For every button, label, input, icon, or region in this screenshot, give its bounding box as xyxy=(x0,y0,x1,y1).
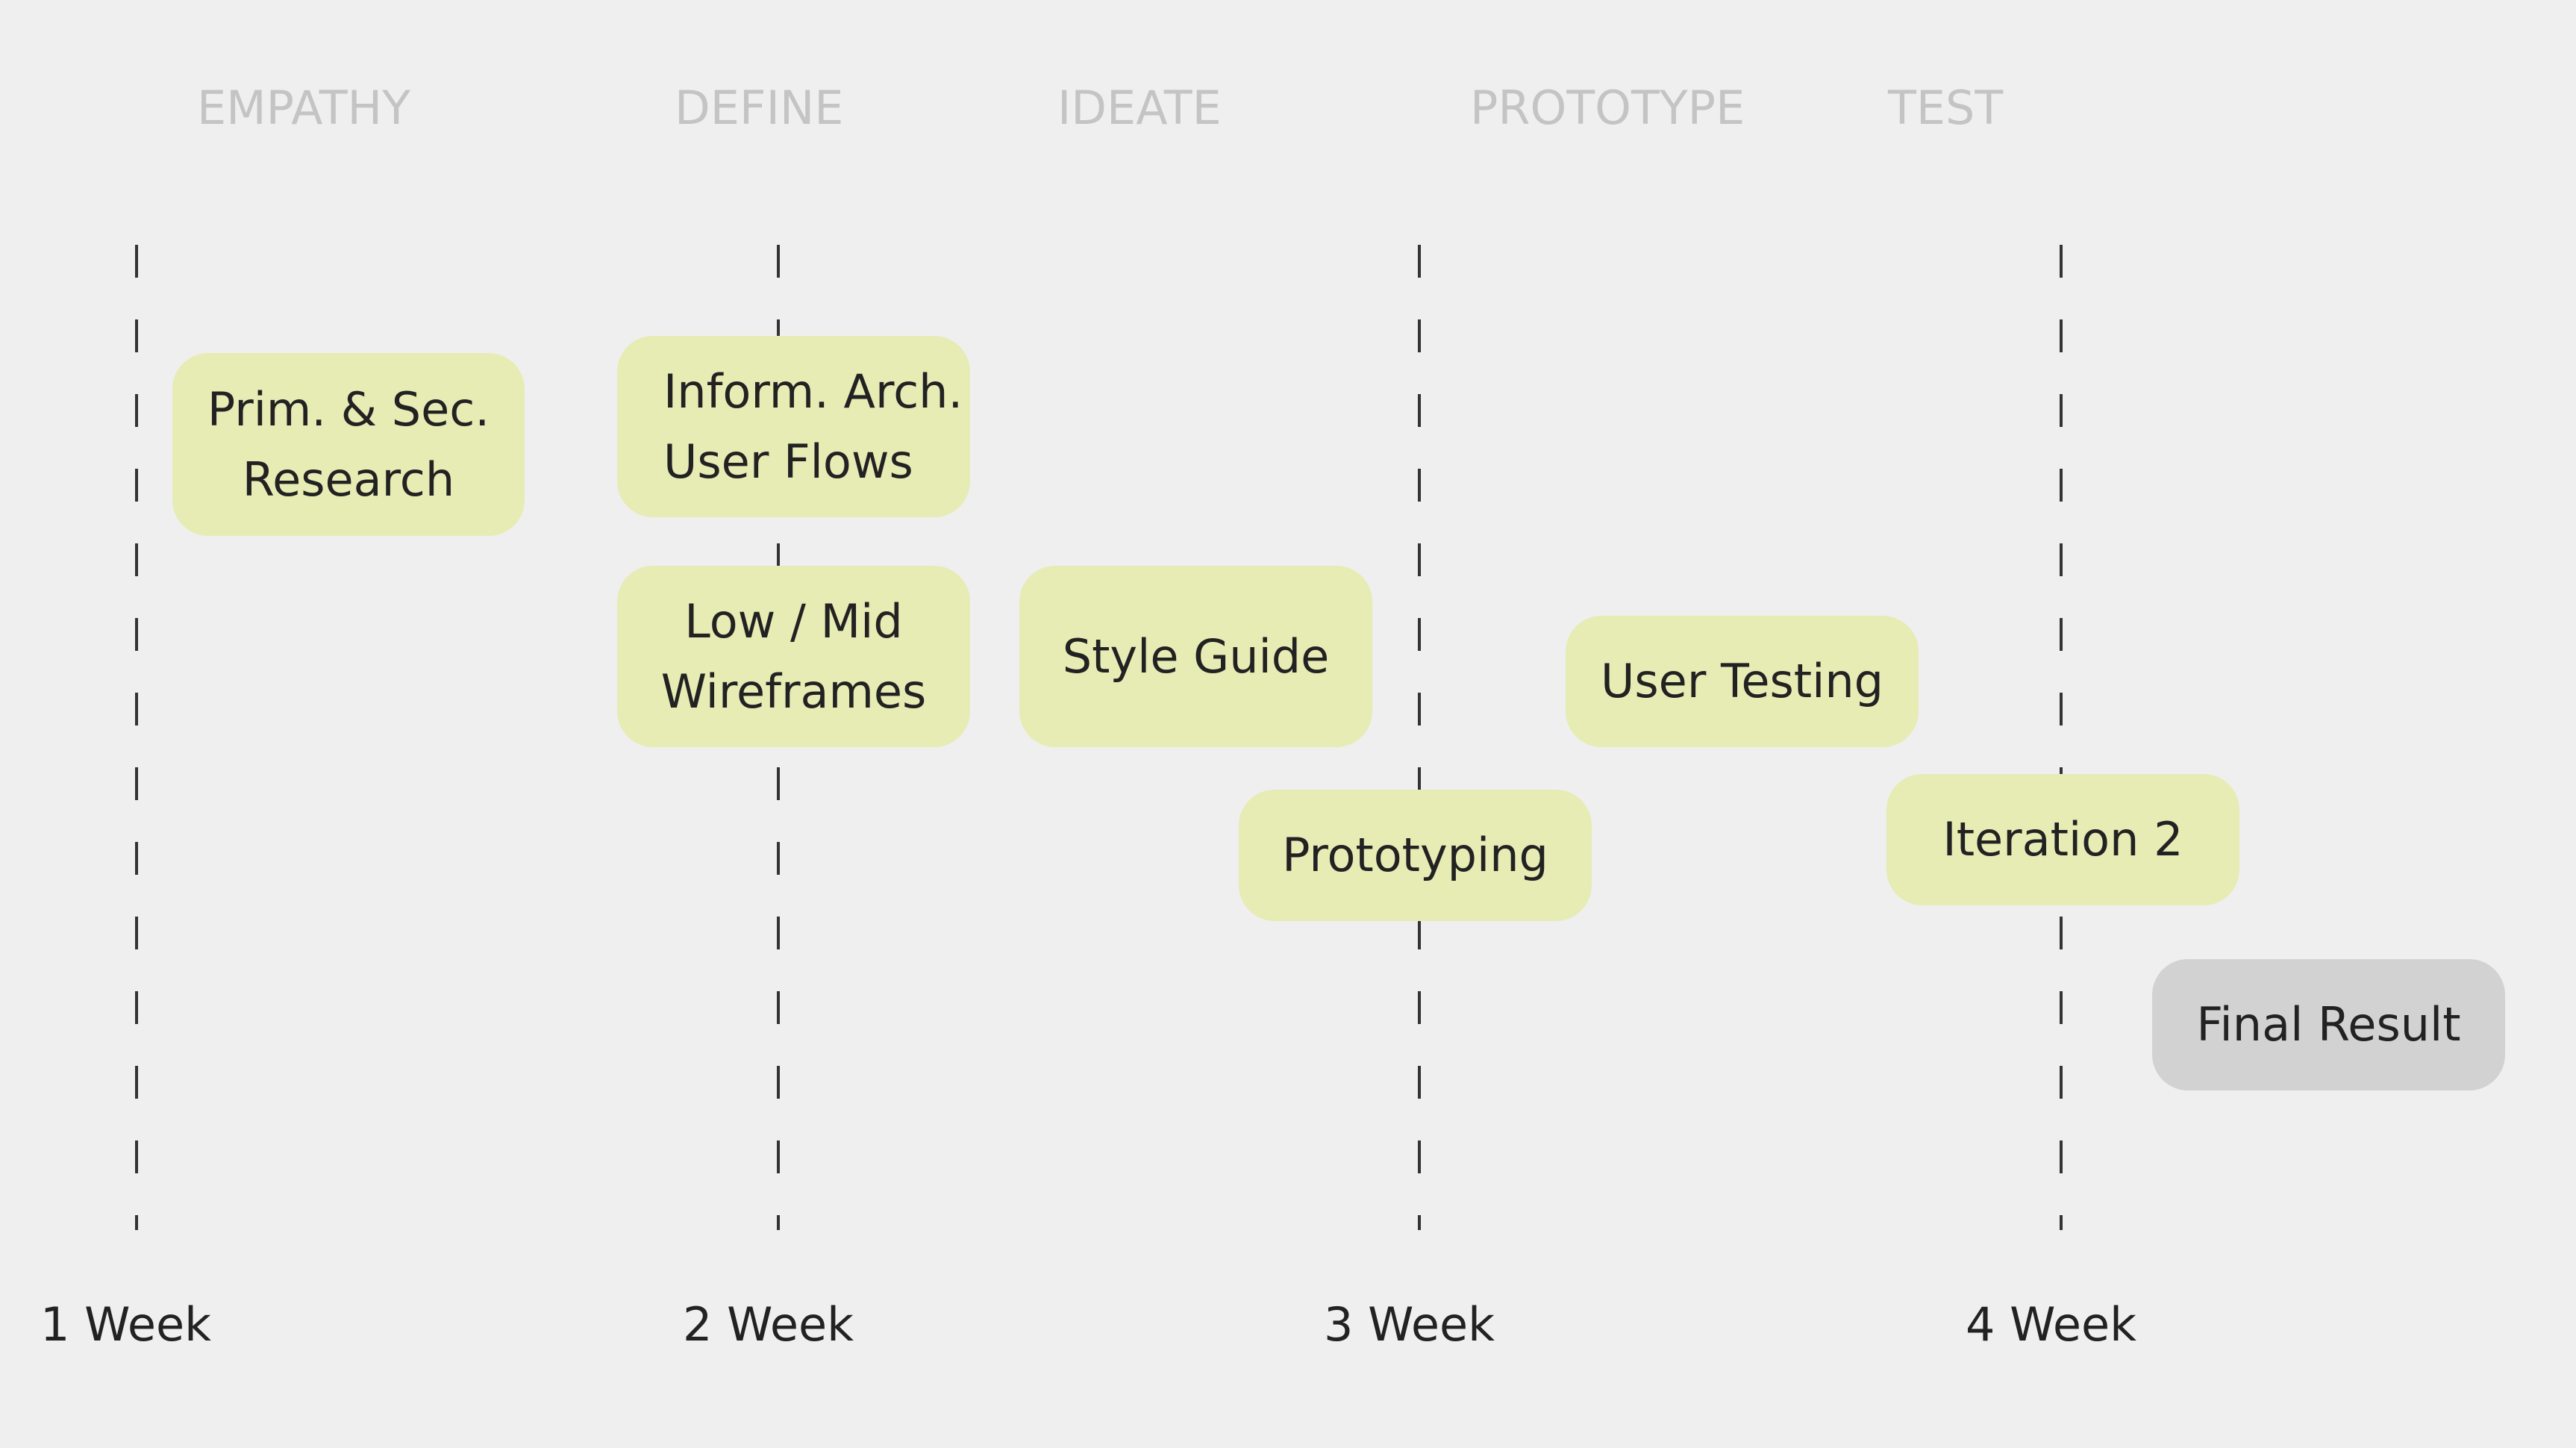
week-divider-3 xyxy=(1418,245,1421,1230)
card-research-line1: Prim. & Sec. xyxy=(207,381,490,437)
card-info-arch-line2: User Flows xyxy=(663,434,913,489)
card-info-arch-line1: Inform. Arch. xyxy=(663,363,963,419)
card-prototyping: Prototyping xyxy=(1239,790,1592,921)
week-label-2: 2 Week xyxy=(683,1297,854,1352)
card-info-arch: Inform. Arch. User Flows xyxy=(617,336,970,517)
phase-label-empathy: EMPATHY xyxy=(197,81,411,135)
card-wireframes-line2: Wireframes xyxy=(660,664,927,719)
card-wireframes: Low / Mid Wireframes xyxy=(617,566,970,747)
card-research: Prim. & Sec. Research xyxy=(172,353,525,536)
card-user-testing: User Testing xyxy=(1566,616,1919,747)
phase-label-prototype: PROTOTYPE xyxy=(1470,81,1745,135)
week-label-4: 4 Week xyxy=(1966,1297,2137,1352)
week-label-1: 1 Week xyxy=(40,1297,212,1352)
card-final-result: Final Result xyxy=(2152,959,2505,1090)
card-research-line2: Research xyxy=(242,452,455,507)
week-divider-4 xyxy=(2060,245,2063,1230)
phase-label-test: TEST xyxy=(1888,81,2004,135)
card-wireframes-line1: Low / Mid xyxy=(684,593,903,649)
card-iteration: Iteration 2 xyxy=(1886,774,2239,905)
week-divider-1 xyxy=(135,245,138,1230)
phase-label-ideate: IDEATE xyxy=(1057,81,1222,135)
week-label-3: 3 Week xyxy=(1324,1297,1495,1352)
phase-label-define: DEFINE xyxy=(675,81,844,135)
card-style-guide: Style Guide xyxy=(1019,566,1372,747)
